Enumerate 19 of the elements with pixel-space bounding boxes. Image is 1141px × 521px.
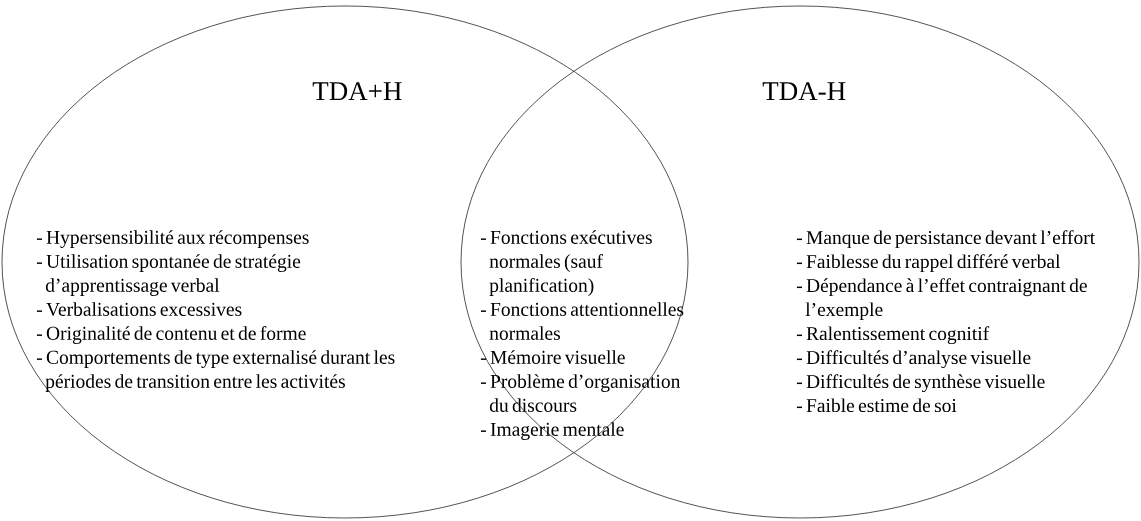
list-item: - Dépendance à l’effet contraignant de l’exemple [796,278,1087,321]
heading: TDA+H [312,82,402,101]
list-item: - Difficultés d’analyse visuelle [796,350,1031,369]
list-item: - Comportements de type externalisé durant les périodes de transition entre les activités [36,350,395,392]
list-item: - Fonctions attentionnelles normales [480,302,684,340]
list-item: - Utilisation spontanée de stratégie d’apprentissage verbal [36,254,301,296]
list-item: - Hypersensibilité aux récompenses [36,230,309,248]
list-item: - Faiblesse du rappel différé verbal [796,254,1061,273]
list-item: - Ralentissement cognitif [796,326,990,345]
list-item: - Manque de persistance devant l’effort [796,230,1096,249]
list-item: - Originalité de contenu et de forme [36,326,306,344]
list-item: - Mémoire visuelle [480,350,625,364]
list-item: - Fonctions exécutives normales (sauf planification) [480,230,652,296]
list-item: - Problème d’organisation du discours [480,374,681,412]
heading: TDA-H [762,82,846,101]
list-item: - Difficultés de synthèse visuelle [796,374,1045,393]
list-item: - Faible estime de soi [796,398,957,413]
list-item: - Imagerie mentale [480,422,624,440]
list-item: - Verbalisations excessives [36,302,242,317]
